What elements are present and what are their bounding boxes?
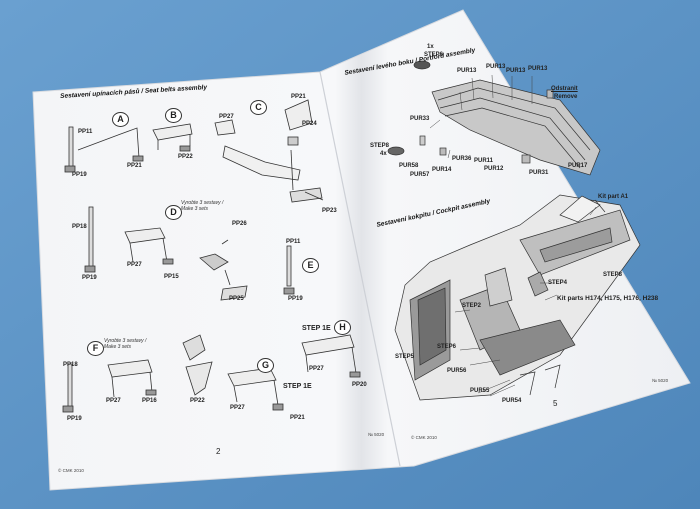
part-label: PP23 <box>322 208 337 214</box>
note-f: Vyrobte 3 sestavy / Make 3 sets <box>104 338 146 350</box>
page-number-right: 5 <box>553 399 558 408</box>
odstranit-label: Odstranit <box>551 86 578 92</box>
page-number-left: 2 <box>216 447 221 456</box>
part-label: PP16 <box>142 398 157 404</box>
step-1e-label-g: STEP 1E <box>283 383 312 390</box>
assembly-label: 4x <box>380 151 387 157</box>
assembly-label: PUR11 <box>474 158 494 164</box>
part-label: PP22 <box>178 154 193 160</box>
part-label: PP20 <box>352 382 367 388</box>
assembly-label: PUR14 <box>432 167 452 173</box>
assembly-label: PUR13 <box>457 68 477 74</box>
assembly-label: STEP4 <box>548 280 568 286</box>
code-left: № 5020 <box>368 432 385 437</box>
part-label: PP25 <box>229 296 244 302</box>
assembly-label: PUR13 <box>528 66 548 72</box>
assembly-label: PUR12 <box>484 166 504 172</box>
assembly-label: PUR13 <box>486 64 506 70</box>
step-e-marker: E <box>302 258 319 273</box>
note-f-line2: Make 3 sets <box>104 344 131 350</box>
assembly-label: PUR56 <box>447 368 467 374</box>
part-label: PP27 <box>106 398 121 404</box>
step-b-marker: B <box>165 108 182 123</box>
code-right: № 5020 <box>652 378 669 383</box>
step-c-marker: C <box>250 100 267 115</box>
part-label: PP19 <box>82 275 97 281</box>
step-a-marker: A <box>112 112 129 127</box>
assembly-label: PUR55 <box>470 388 490 394</box>
copyright-left: © CMK 2010 <box>58 468 84 473</box>
assembly-label: PUR57 <box>410 172 430 178</box>
part-label: PP18 <box>63 362 78 368</box>
assembly-label: PUR58 <box>399 163 419 169</box>
kit-parts-label: Kit parts H174, H175, H176, H238 <box>557 295 659 302</box>
part-label: PP21 <box>291 94 306 100</box>
assembly-label: STEP6 <box>424 52 444 58</box>
part-label: PP27 <box>230 405 245 411</box>
part-label: PP18 <box>72 224 87 230</box>
copyright-right: © CMK 2010 <box>411 435 437 440</box>
note-d-line2: Make 3 sets <box>181 206 208 212</box>
kit-part-label: Kit part A1 <box>598 194 629 200</box>
part-label: PP24 <box>302 121 317 127</box>
assembly-label: PUR36 <box>452 156 472 162</box>
part-label: PP21 <box>290 415 305 421</box>
assembly-label: PUR33 <box>410 116 430 122</box>
note-d: Vyrobte 3 sestavy / Make 3 sets <box>181 200 223 212</box>
part-label: PP19 <box>288 296 303 302</box>
assembly-label: PUR31 <box>529 170 549 176</box>
assembly-label: STEP6 <box>437 344 457 350</box>
part-label: PP11 <box>286 239 301 245</box>
step-h-marker: H <box>334 320 351 335</box>
part-label: PP19 <box>72 172 87 178</box>
part-label: PP21 <box>127 163 142 169</box>
assembly-label: PUR13 <box>506 68 526 74</box>
assembly-label: STEP8 <box>370 143 390 149</box>
step-g-marker: G <box>257 358 274 373</box>
part-label: PP27 <box>219 114 234 120</box>
note-f-line1: Vyrobte 3 sestavy / <box>104 338 147 344</box>
step-d-marker: D <box>165 205 182 220</box>
note-d-line1: Vyrobte 3 sestavy / <box>181 200 224 206</box>
part-label: PP27 <box>309 366 324 372</box>
assembly-label: PUR17 <box>568 163 588 169</box>
step-f-marker: F <box>87 341 104 356</box>
part-label: PP19 <box>67 416 82 422</box>
assembly-label: 1x <box>427 44 434 50</box>
part-label: PP15 <box>164 274 179 280</box>
part-label: PP26 <box>232 221 247 227</box>
assembly-label: STEP8 <box>603 272 623 278</box>
assembly-label: STEP5 <box>395 354 415 360</box>
assembly-label: PUR54 <box>502 398 522 404</box>
step-1e-label-h: STEP 1E <box>302 325 331 332</box>
part-label: PP22 <box>190 398 205 404</box>
assembly-label: STEP2 <box>462 303 482 309</box>
part-label: PP27 <box>127 262 142 268</box>
part-label: PP11 <box>78 129 93 135</box>
remove-label: Remove <box>554 94 578 100</box>
